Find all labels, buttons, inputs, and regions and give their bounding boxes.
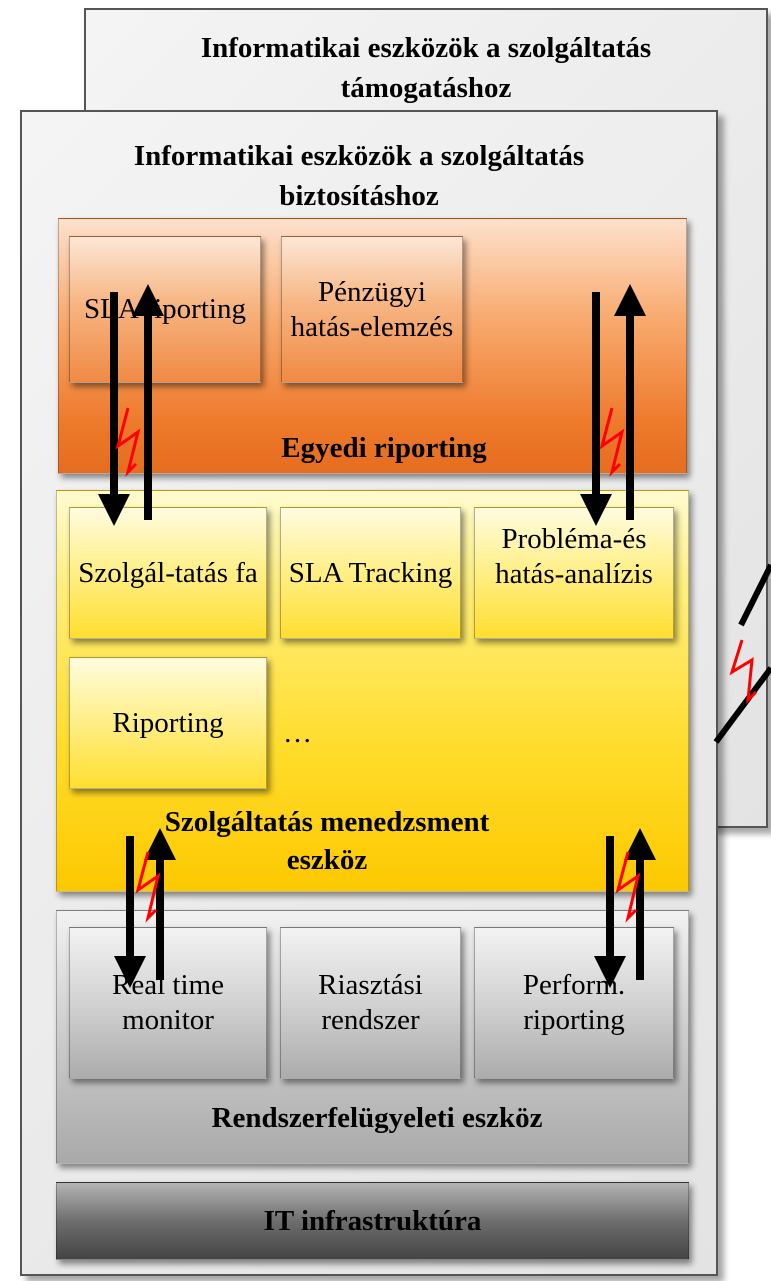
performance-reporting-box[interactable]: Perform. riporting	[474, 927, 674, 1079]
problem-impact-label: Probléma-és hatás-analízis	[495, 523, 653, 590]
reporting-layer-label: Egyedi riporting	[281, 432, 487, 464]
reporting-layer: SLA riporting Pénzügyi hatás-elemzés Egy…	[58, 218, 687, 474]
sla-tracking-box[interactable]: SLA Tracking	[280, 507, 461, 639]
infrastructure-layer: IT infrastruktúra	[56, 1182, 689, 1260]
reporting-box[interactable]: Riporting	[69, 657, 267, 789]
front-panel-title: Informatikai eszközök a szolgáltatás biz…	[133, 140, 585, 212]
financial-impact-box[interactable]: Pénzügyi hatás-elemzés	[281, 236, 463, 383]
problem-impact-box[interactable]: Probléma-és hatás-analízis	[474, 507, 674, 639]
service-management-layer-label: Szolgáltatás menedzsment eszköz	[164, 806, 490, 876]
sla-tracking-label: SLA Tracking	[288, 556, 453, 589]
sla-reporting-label: SLA riporting	[84, 293, 246, 325]
sla-reporting-box[interactable]: SLA riporting	[69, 236, 261, 383]
realtime-monitor-label: Real time monitor	[112, 969, 224, 1036]
more-ellipsis: …	[283, 717, 312, 749]
realtime-monitor-box[interactable]: Real time monitor	[69, 927, 267, 1079]
service-management-layer: Szolgál-tatás fa SLA Tracking Probléma-é…	[56, 490, 689, 892]
monitoring-layer-label: Rendszerfelügyeleti eszköz	[211, 1102, 543, 1134]
monitoring-layer: Real time monitor Riasztási rendszer Per…	[56, 910, 689, 1164]
alert-system-label: Riasztási rendszer	[318, 969, 423, 1036]
reporting-label: Riporting	[112, 706, 224, 739]
service-tree-box[interactable]: Szolgál-tatás fa	[69, 507, 267, 639]
financial-impact-label: Pénzügyi hatás-elemzés	[290, 275, 454, 343]
alert-system-box[interactable]: Riasztási rendszer	[280, 927, 461, 1079]
infrastructure-layer-label: IT infrastruktúra	[263, 1205, 482, 1237]
service-tree-label: Szolgál-tatás fa	[78, 556, 258, 589]
back-panel-title: Informatikai eszközök a szolgáltatás tám…	[200, 32, 652, 104]
performance-reporting-label: Perform. riporting	[522, 969, 626, 1036]
